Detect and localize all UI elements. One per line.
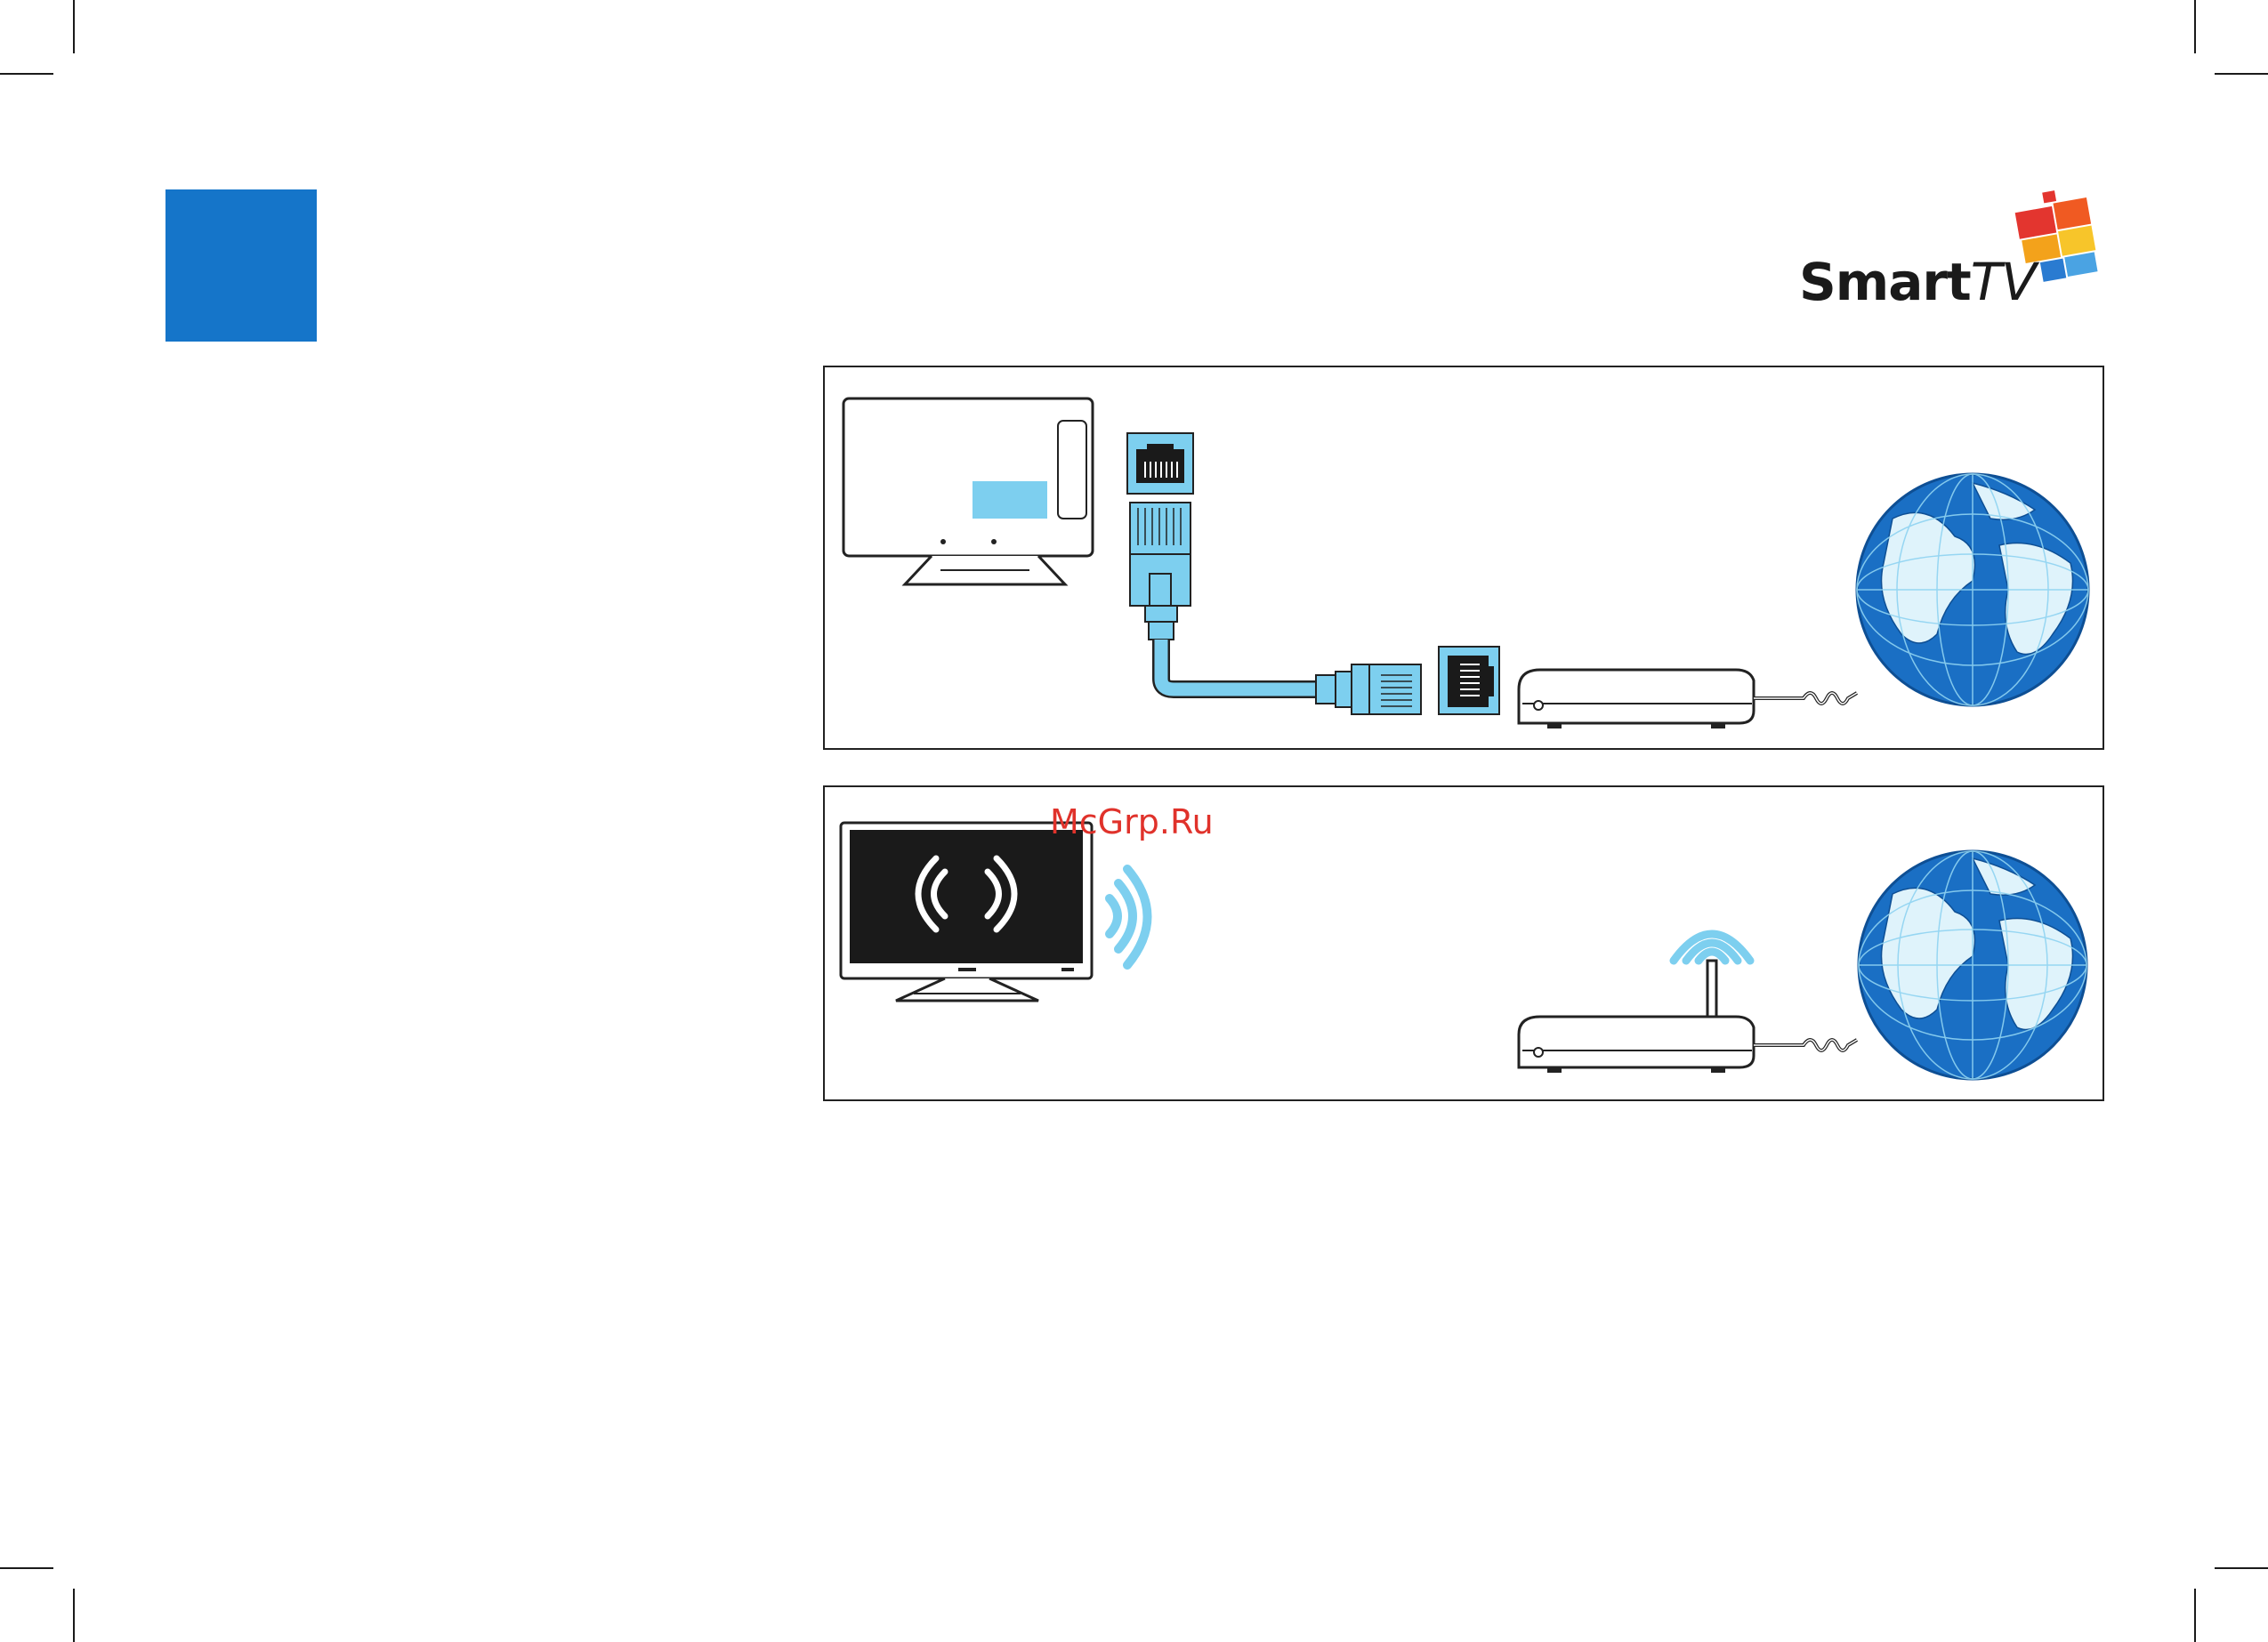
crop-mark [2215, 1567, 2268, 1569]
router-ethernet-port-icon [1439, 647, 1499, 714]
logo-brand-bold: Smart [1799, 252, 1971, 312]
tv-screen-icon [841, 823, 1092, 1001]
crop-mark [73, 1589, 75, 1642]
ethernet-cable [1161, 640, 1316, 689]
ethernet-plug-horizontal-icon [1316, 664, 1421, 714]
crop-mark [2194, 0, 2196, 53]
crop-mark [73, 0, 75, 53]
router-icon [1519, 670, 1754, 728]
ethernet-plug-icon [1130, 503, 1190, 640]
wifi-waves-icon [1110, 869, 1148, 965]
watermark-text: McGrp.Ru [1050, 802, 1214, 841]
smarttv-logo-icon [2011, 182, 2118, 289]
crop-mark [2215, 73, 2268, 75]
crop-mark [2194, 1589, 2196, 1642]
smarttv-logo-text: SmartTV [1799, 252, 2036, 312]
globe-icon [1859, 851, 2086, 1079]
wireless-diagram-art [825, 787, 2106, 1103]
wireless-connection-diagram [823, 785, 2104, 1101]
wired-diagram-art [825, 367, 2106, 752]
tv-back-panel [843, 398, 1093, 584]
chapter-marker [165, 189, 317, 342]
wireless-router-icon [1519, 934, 1754, 1073]
crop-mark [0, 73, 53, 75]
globe-icon [1857, 474, 2088, 705]
ethernet-port-icon [1127, 433, 1193, 494]
wired-connection-diagram [823, 366, 2104, 750]
crop-mark [0, 1567, 53, 1569]
